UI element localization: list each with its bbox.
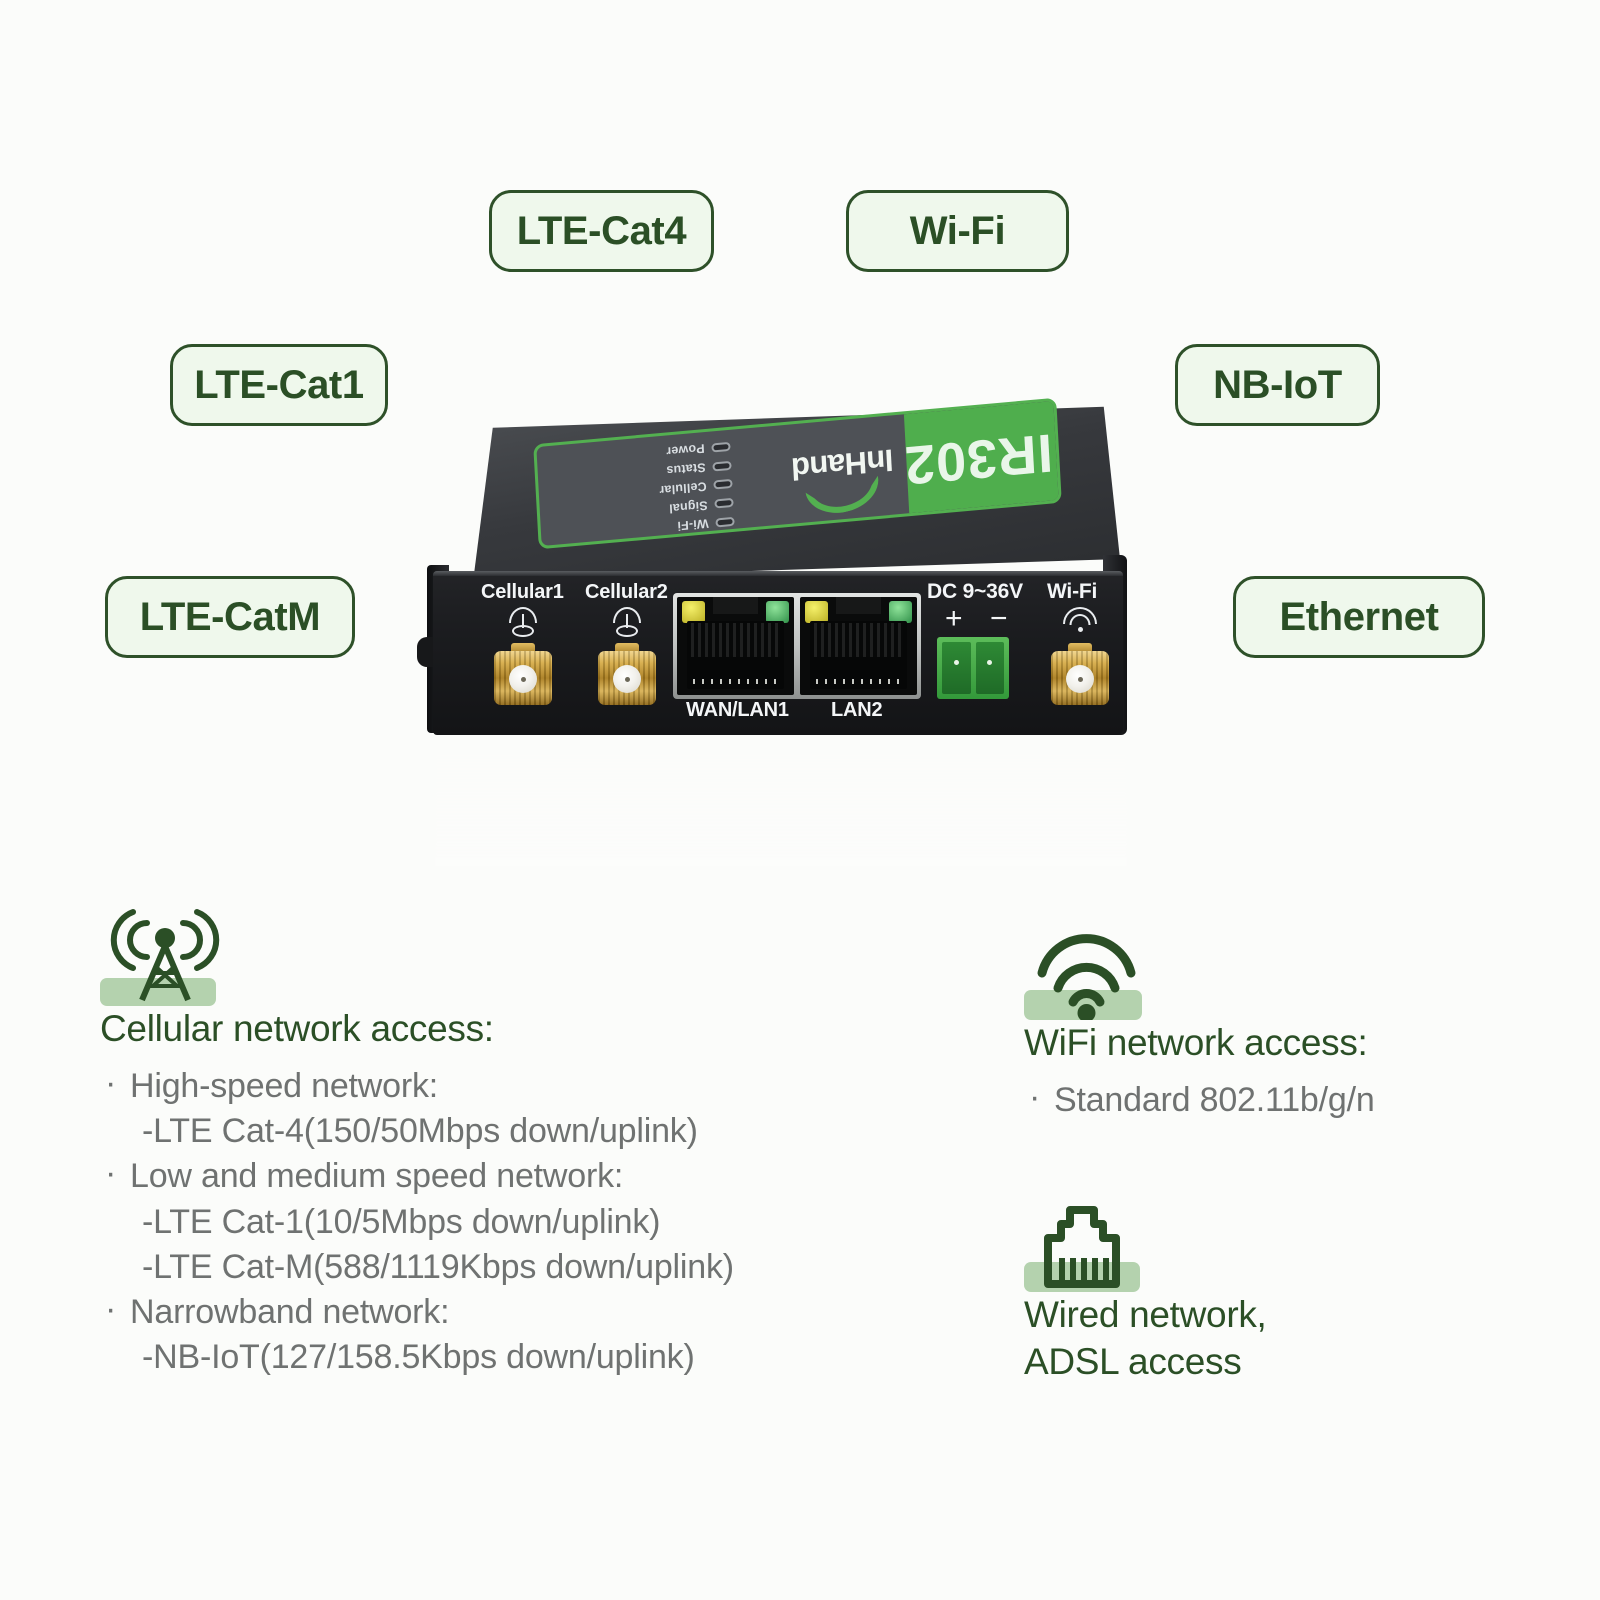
rj45-led-yellow	[805, 601, 828, 623]
terminal-slot-positive	[942, 642, 971, 694]
led-indicator-icon	[713, 479, 733, 491]
wired-section-line2: ADSL access	[1024, 1340, 1242, 1382]
rj45-fins	[814, 623, 903, 657]
terminal-slot-negative	[975, 642, 1004, 694]
led-indicator-icon	[711, 441, 731, 453]
antenna-dome-shape	[616, 625, 638, 637]
device-brand-logo: InHand	[741, 419, 945, 521]
wifi-dot	[1077, 627, 1083, 632]
sma-center-pin	[520, 677, 526, 682]
sma-connector-cellular2	[598, 643, 656, 705]
led-indicator-icon	[715, 516, 735, 528]
device-led-legend: Wi-Fi Signal Cellular Status Power	[551, 439, 735, 545]
feature-pill-nb-iot: NB-IoT	[1175, 344, 1380, 426]
cellular-antenna-icon	[607, 607, 647, 641]
led-label: Cellular	[658, 479, 707, 498]
cell-tower-icon	[100, 896, 230, 1006]
info-section-wired: Wired network, ADSL access	[1024, 1196, 1444, 1385]
wifi-arc-inner	[1069, 614, 1091, 625]
wifi-icon	[1024, 930, 1154, 1020]
antenna-mast-shape	[521, 614, 524, 628]
rj45-led-green	[889, 601, 912, 623]
rj45-contact-pins	[693, 679, 778, 684]
cellular-antenna-icon	[503, 607, 543, 641]
rj45-port-lan2	[800, 597, 917, 695]
rj45-icon	[1024, 1196, 1154, 1292]
list-item: Narrowband network:	[100, 1287, 920, 1335]
dc-power-terminal-block	[937, 637, 1009, 699]
sma-connector-cellular1	[494, 643, 552, 705]
list-item: Low and medium speed network:	[100, 1151, 920, 1199]
polarity-minus-label: −	[990, 602, 1008, 635]
info-section-cellular: Cellular network access: High-speed netw…	[100, 896, 920, 1380]
feature-pill-wifi: Wi-Fi	[846, 190, 1069, 272]
rj45-glyph	[1044, 1206, 1120, 1288]
sma-center-pin	[624, 677, 630, 682]
led-label: Wi-Fi	[676, 516, 710, 534]
list-item: -LTE Cat-M(588/1119Kbps down/uplink)	[142, 1247, 734, 1286]
feature-pill-label: LTE-CatM	[139, 594, 321, 639]
panel-top-highlight	[433, 571, 1123, 576]
cell-tower-glyph	[110, 909, 220, 1002]
antenna-dome-shape	[512, 625, 534, 637]
list-item: -LTE Cat-4(150/50Mbps down/uplink)	[142, 1112, 698, 1151]
feature-pill-lte-cat1: LTE-Cat1	[170, 344, 388, 426]
feature-pill-label: LTE-Cat1	[194, 362, 364, 407]
port-label-wan-lan1: WAN/LAN1	[686, 699, 789, 721]
wifi-glyph	[1037, 934, 1136, 1020]
polarity-plus-label: +	[945, 602, 963, 635]
feature-pill-label: Ethernet	[1279, 594, 1439, 639]
led-label: Power	[665, 441, 705, 460]
feature-pill-label: LTE-Cat4	[516, 208, 687, 253]
led-indicator-icon	[712, 460, 732, 472]
wifi-section-title: WiFi network access:	[1024, 1022, 1368, 1063]
wifi-antenna-icon	[1060, 607, 1100, 637]
rj45-latch-slot	[713, 597, 758, 614]
router-device-image: IR302 InHand Wi-Fi Signal Cellular	[415, 397, 1135, 875]
feature-pill-label: Wi-Fi	[909, 208, 1006, 253]
rj45-led-green	[766, 601, 789, 623]
wifi-feature-list: Standard 802.11b/g/n	[1024, 1075, 1504, 1123]
list-item: -NB-IoT(127/158.5Kbps down/uplink)	[142, 1338, 695, 1377]
antenna-mast-shape	[625, 614, 628, 628]
led-label: Status	[665, 460, 706, 478]
rj45-fins	[691, 623, 780, 657]
rj45-led-yellow	[682, 601, 705, 623]
feature-pill-label: NB-IoT	[1213, 362, 1342, 407]
port-label-lan2: LAN2	[831, 699, 883, 721]
port-label-wifi: Wi-Fi	[1047, 580, 1098, 603]
device-brand-name: InHand	[790, 442, 895, 487]
feature-pill-lte-cat4: LTE-Cat4	[489, 190, 714, 272]
rj45-port-wan-lan1	[677, 597, 794, 695]
wired-section-line1: Wired network,	[1024, 1294, 1267, 1335]
device-front-panel: Cellular1 Cellular2 DC 9~36V Wi-Fi + − W…	[433, 571, 1123, 735]
rj45-contact-pins	[816, 679, 901, 684]
port-label-cellular1: Cellular1	[481, 581, 564, 603]
info-section-wifi: WiFi network access: Standard 802.11b/g/…	[1024, 930, 1504, 1123]
list-item: Standard 802.11b/g/n	[1024, 1075, 1504, 1123]
sma-center-pin	[1077, 677, 1083, 682]
rj45-latch-slot	[836, 597, 881, 614]
sma-connector-wifi	[1051, 643, 1109, 705]
port-label-dc-power: DC 9~36V	[927, 580, 1023, 603]
cellular-section-title: Cellular network access:	[100, 1008, 494, 1049]
cellular-feature-list: High-speed network: -LTE Cat-4(150/50Mbp…	[100, 1061, 920, 1381]
led-label: Signal	[668, 497, 708, 516]
led-indicator-icon	[714, 498, 734, 509]
ethernet-port-block	[673, 593, 921, 699]
feature-pill-lte-catm: LTE-CatM	[105, 576, 355, 658]
feature-pill-ethernet: Ethernet	[1233, 576, 1485, 658]
list-item: High-speed network:	[100, 1061, 920, 1109]
port-label-cellular2: Cellular2	[585, 581, 668, 603]
list-item: -LTE Cat-1(10/5Mbps down/uplink)	[142, 1202, 661, 1241]
